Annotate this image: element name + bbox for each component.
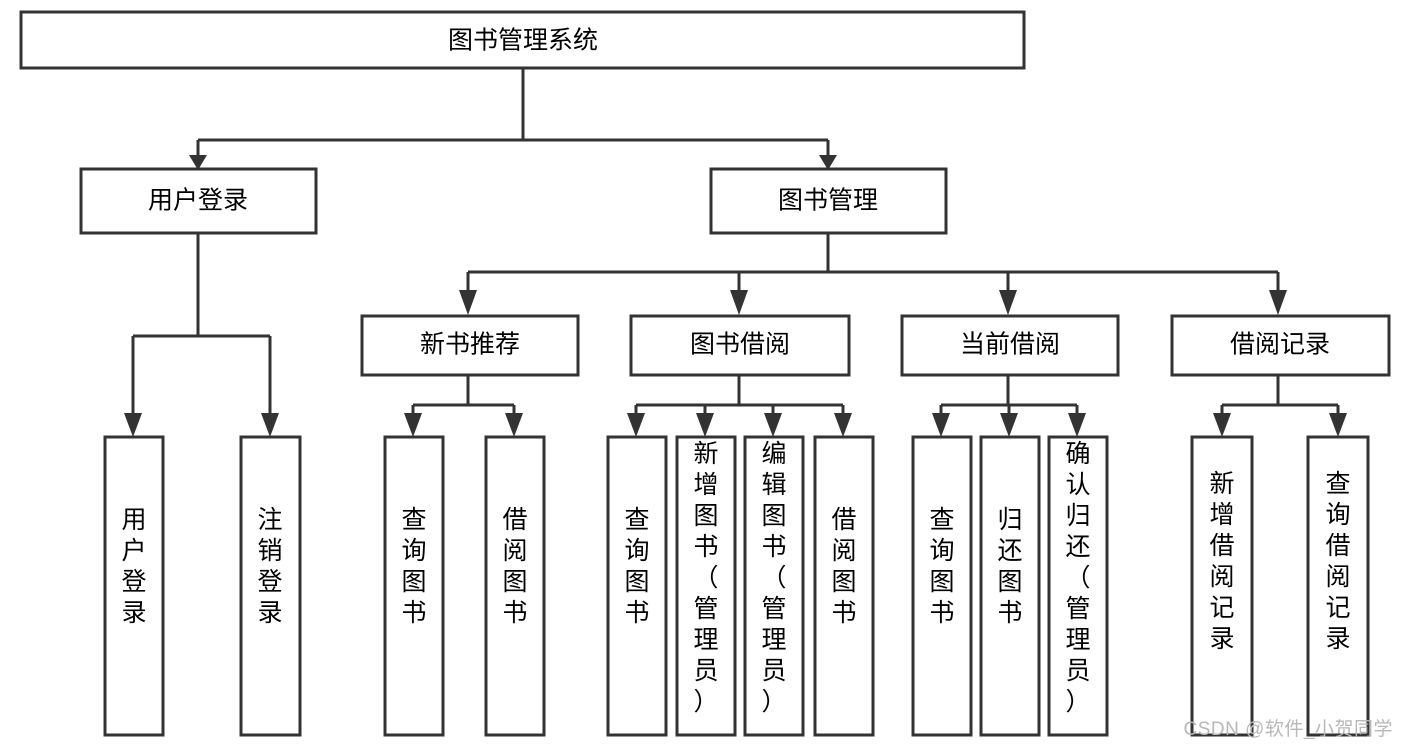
node-leaf-borrow-2-box[interactable] bbox=[675, 435, 737, 737]
node-leaf-login-1-box[interactable] bbox=[103, 435, 165, 737]
node-leaf-current-2-box[interactable] bbox=[979, 435, 1041, 737]
node-leaf-current-1-box[interactable] bbox=[911, 435, 973, 737]
arrowhead-newbook bbox=[459, 290, 477, 315]
arrowhead-login bbox=[189, 155, 207, 170]
node-leaf-records-1[interactable]: 新增借阅记录 bbox=[1190, 435, 1254, 737]
arrowhead-leaf-current-2 bbox=[1000, 413, 1018, 437]
node-leaf-login-1[interactable]: 用户登录 bbox=[103, 435, 165, 737]
node-leaf-borrow-4-label: 借阅图书 bbox=[831, 506, 856, 627]
node-leaf-current-3-label: 确认归还（管理员） bbox=[1065, 440, 1090, 716]
node-leaf-current-1[interactable]: 查询图书 bbox=[911, 435, 973, 737]
node-leaf-current-2-label: 归还图书 bbox=[997, 506, 1022, 627]
node-leaf-login-2-box[interactable] bbox=[239, 435, 302, 737]
node-bookmgmt-label: 图书管理 bbox=[778, 187, 878, 215]
arrowhead-leaf-borrow-3 bbox=[764, 413, 782, 437]
node-records-box[interactable] bbox=[1170, 314, 1391, 377]
node-leaf-login-2-label: 注销登录 bbox=[257, 506, 282, 627]
node-leaf-borrow-4-box[interactable] bbox=[813, 435, 875, 737]
node-leaf-borrow-1-box[interactable] bbox=[606, 435, 668, 737]
node-leaf-borrow-3[interactable]: 编辑图书（管理员） bbox=[743, 435, 805, 737]
arrowhead-leaf-current-3 bbox=[1068, 413, 1086, 437]
node-leaf-login-1-label: 用户登录 bbox=[121, 506, 146, 627]
node-root-label: 图书管理系统 bbox=[448, 27, 598, 55]
node-login-box[interactable] bbox=[79, 167, 318, 235]
node-bookmgmt-box[interactable] bbox=[709, 167, 948, 235]
arrowhead-leaf-borrow-4 bbox=[834, 413, 852, 437]
node-leaf-records-2-box[interactable] bbox=[1306, 435, 1370, 737]
node-leaf-current-1-label: 查询图书 bbox=[929, 506, 954, 627]
connector-layer bbox=[124, 68, 1347, 437]
node-bookmgmt[interactable]: 图书管理 bbox=[709, 167, 948, 235]
node-leaf-borrow-1-label: 查询图书 bbox=[624, 506, 649, 627]
node-leaf-newbook-1-label: 查询图书 bbox=[401, 506, 426, 627]
node-borrow[interactable]: 图书借阅 bbox=[629, 314, 851, 377]
arrowhead-bookmgmt bbox=[819, 155, 837, 170]
arrowhead-borrow bbox=[730, 290, 748, 315]
arrowhead-leaf-borrow-2 bbox=[696, 413, 714, 437]
node-records[interactable]: 借阅记录 bbox=[1170, 314, 1391, 377]
node-newbook-label: 新书推荐 bbox=[420, 331, 520, 359]
node-leaf-newbook-1[interactable]: 查询图书 bbox=[383, 435, 445, 737]
node-leaf-newbook-2-box[interactable] bbox=[484, 435, 546, 737]
node-leaf-current-2[interactable]: 归还图书 bbox=[979, 435, 1041, 737]
arrowhead-leaf-login-1 bbox=[124, 413, 142, 437]
node-leaf-newbook-2-label: 借阅图书 bbox=[502, 506, 527, 627]
node-leaf-records-2-label: 查询借阅记录 bbox=[1325, 470, 1350, 653]
node-root-box[interactable] bbox=[19, 10, 1026, 70]
arrowhead-leaf-login-2 bbox=[261, 413, 279, 437]
node-leaf-records-2[interactable]: 查询借阅记录 bbox=[1306, 435, 1370, 737]
arrowhead-leaf-borrow-1 bbox=[627, 413, 645, 437]
node-leaf-borrow-2[interactable]: 新增图书（管理员） bbox=[675, 435, 737, 737]
node-leaf-login-2[interactable]: 注销登录 bbox=[239, 435, 302, 737]
node-leaf-newbook-2[interactable]: 借阅图书 bbox=[484, 435, 546, 737]
node-newbook-box[interactable] bbox=[360, 314, 580, 377]
node-current[interactable]: 当前借阅 bbox=[900, 314, 1120, 377]
node-leaf-borrow-2-label: 新增图书（管理员） bbox=[693, 440, 718, 716]
arrowhead-leaf-records-1 bbox=[1213, 413, 1231, 437]
node-leaf-records-1-label: 新增借阅记录 bbox=[1209, 470, 1234, 653]
arrowhead-leaf-newbook-1 bbox=[404, 413, 422, 437]
arrowhead-current bbox=[999, 290, 1017, 315]
node-borrow-label: 图书借阅 bbox=[690, 331, 790, 359]
node-current-box[interactable] bbox=[900, 314, 1120, 377]
node-leaf-newbook-1-box[interactable] bbox=[383, 435, 445, 737]
node-borrow-box[interactable] bbox=[629, 314, 851, 377]
arrowhead-leaf-records-2 bbox=[1329, 413, 1347, 437]
node-leaf-borrow-3-box[interactable] bbox=[743, 435, 805, 737]
node-newbook[interactable]: 新书推荐 bbox=[360, 314, 580, 377]
node-login-label: 用户登录 bbox=[148, 187, 248, 215]
node-leaf-borrow-3-label: 编辑图书（管理员） bbox=[761, 440, 786, 716]
node-leaf-records-1-box[interactable] bbox=[1190, 435, 1254, 737]
arrowhead-records bbox=[1269, 290, 1287, 315]
node-leaf-borrow-1[interactable]: 查询图书 bbox=[606, 435, 668, 737]
node-current-label: 当前借阅 bbox=[960, 331, 1060, 359]
node-leaf-current-3[interactable]: 确认归还（管理员） bbox=[1047, 435, 1109, 737]
node-records-label: 借阅记录 bbox=[1230, 331, 1330, 359]
node-leaf-current-3-box[interactable] bbox=[1047, 435, 1109, 737]
arrowhead-leaf-current-1 bbox=[932, 413, 950, 437]
node-leaf-borrow-4[interactable]: 借阅图书 bbox=[813, 435, 875, 737]
arrowhead-leaf-newbook-2 bbox=[505, 413, 523, 437]
watermark-text: CSDN @软件_小贺同学 bbox=[1183, 719, 1393, 740]
node-login[interactable]: 用户登录 bbox=[79, 167, 318, 235]
node-root[interactable]: 图书管理系统 bbox=[19, 10, 1026, 70]
